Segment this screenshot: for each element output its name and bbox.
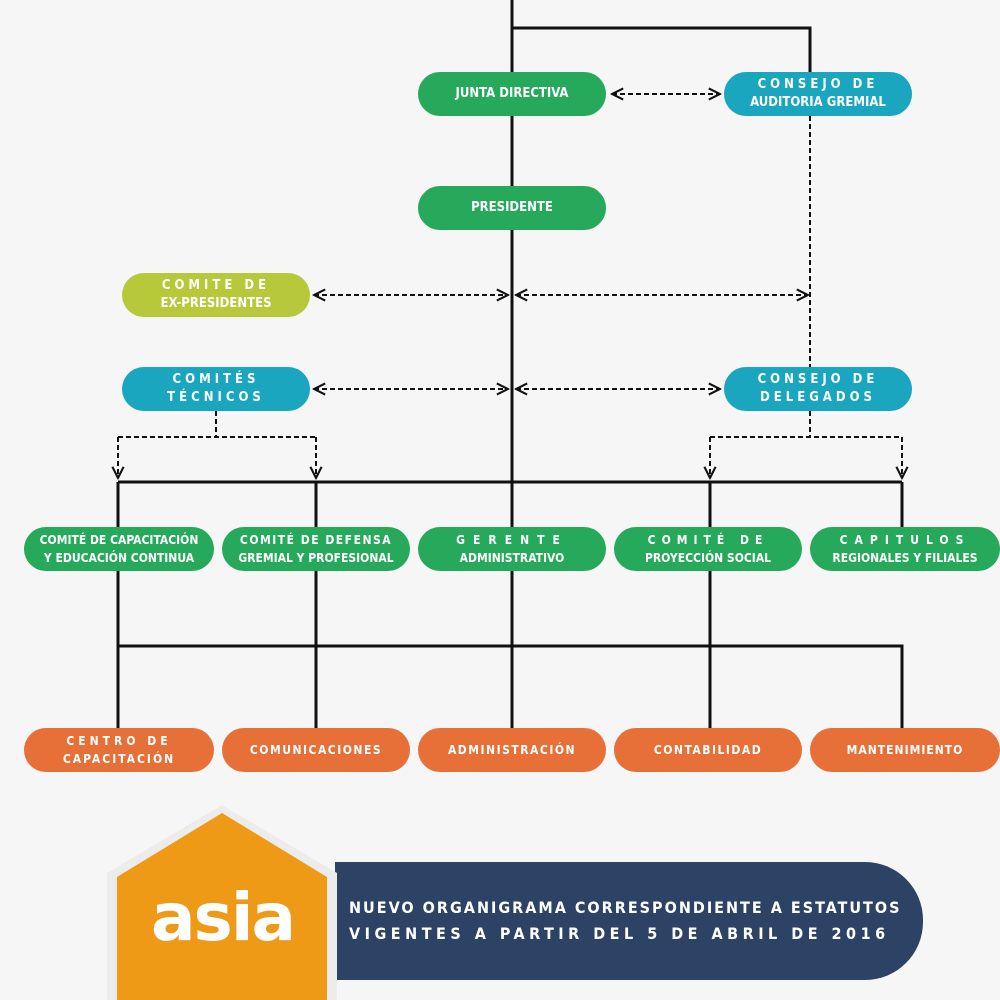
node-capitulos-regionales: CAPITULOS REGIONALES Y FILIALES <box>810 527 1000 571</box>
node-label: Y EDUCACIÓN CONTINUA <box>43 551 195 565</box>
node-label: COMITÉ DE CAPACITACIÓN <box>39 533 199 547</box>
node-label: DELEGADOS <box>760 390 876 405</box>
node-label: COMITE DE <box>161 278 271 293</box>
node-consejo-delegados: CONSEJO DE DELEGADOS <box>724 367 912 411</box>
node-junta-directiva: JUNTA DIRECTIVA <box>418 72 606 116</box>
node-comites-tecnicos: COMITÉS TÉCNICOS <box>122 367 310 411</box>
footer-line-2: VIGENTES A PARTIR DEL 5 DE ABRIL DE 2016 <box>349 924 890 943</box>
asia-logo-text: asia <box>151 879 296 956</box>
node-label: GREMIAL Y PROFESIONAL <box>238 551 394 565</box>
node-label: COMUNICACIONES <box>249 743 383 757</box>
node-label: CONSEJO DE <box>757 372 879 387</box>
node-label: AUDITORIA GREMIAL <box>750 95 886 110</box>
node-label: TÉCNICOS <box>167 390 265 405</box>
node-mantenimiento: MANTENIMIENTO <box>810 728 1000 772</box>
asia-logo-hexagon <box>107 805 337 1000</box>
node-label: CONTABILIDAD <box>653 743 763 757</box>
node-label: COMITÉ DE DEFENSA <box>239 533 393 547</box>
node-administracion: ADMINISTRACIÓN <box>418 728 606 772</box>
node-label: PROYECCIÓN SOCIAL <box>644 551 772 565</box>
node-comite-defensa: COMITÉ DE DEFENSA GREMIAL Y PROFESIONAL <box>222 527 410 571</box>
node-label: EX-PRESIDENTES <box>160 296 272 311</box>
node-presidente: PRESIDENTE <box>418 186 606 230</box>
node-comite-capacitacion: COMITÉ DE CAPACITACIÓN Y EDUCACIÓN CONTIN… <box>24 527 214 571</box>
node-label: MANTENIMIENTO <box>846 743 964 757</box>
footer-banner: NUEVO ORGANIGRAMA CORRESPONDIENTE A ESTA… <box>335 862 923 980</box>
node-ex-presidentes: COMITE DE EX-PRESIDENTES <box>122 273 310 317</box>
node-label: CAPACITACIÓN <box>62 752 176 766</box>
node-proyeccion-social: COMITÉ DE PROYECCIÓN SOCIAL <box>614 527 802 571</box>
node-label: CONSEJO DE <box>757 77 879 92</box>
node-label: PRESIDENTE <box>471 200 553 215</box>
node-gerente-administrativo: GERENTE ADMINISTRATIVO <box>418 527 606 571</box>
node-contabilidad: CONTABILIDAD <box>614 728 802 772</box>
node-label: GERENTE <box>456 533 568 547</box>
node-label: REGIONALES Y FILIALES <box>832 551 978 565</box>
node-label: ADMINISTRATIVO <box>459 551 565 565</box>
node-label: ADMINISTRACIÓN <box>447 743 577 757</box>
node-label: CENTRO DE <box>66 734 172 748</box>
node-comunicaciones: COMUNICACIONES <box>222 728 410 772</box>
node-consejo-auditoria: CONSEJO DE AUDITORIA GREMIAL <box>724 72 912 116</box>
node-label: CAPITULOS <box>839 533 971 547</box>
node-label: JUNTA DIRECTIVA <box>455 86 569 101</box>
node-label: COMITÉ DE <box>647 533 769 547</box>
node-centro-capacitacion: CENTRO DE CAPACITACIÓN <box>24 728 214 772</box>
node-label: COMITÉS <box>172 372 260 387</box>
footer-line-1: NUEVO ORGANIGRAMA CORRESPONDIENTE A ESTA… <box>349 898 902 917</box>
